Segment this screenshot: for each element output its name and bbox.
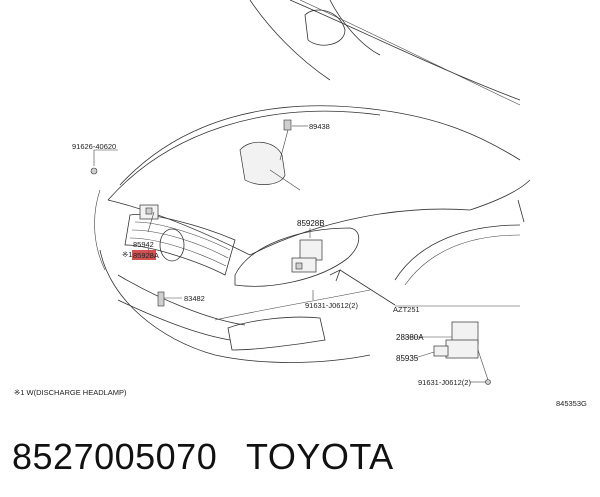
highlight-85928a	[132, 250, 156, 260]
label-28380a: 28380A	[396, 333, 424, 342]
brand-name: TOYOTA	[246, 436, 394, 477]
label-85935: 85935	[396, 354, 419, 363]
label-91626-40620: 91626-40620	[72, 142, 116, 151]
label-83482: 83482	[184, 294, 205, 303]
label-azt251: AZT251	[393, 305, 420, 314]
part-89438-sensor	[239, 119, 301, 191]
label-85928a[interactable]: 85928A	[133, 251, 159, 260]
part-85942-bracket	[139, 204, 159, 220]
label-91631-j0612-a: 91631-J0612(2)	[305, 301, 358, 310]
label-91631-j0612-b: 91631-J0612(2)	[418, 378, 471, 387]
part-83482-sensor	[157, 291, 165, 307]
leader-lines	[93, 125, 486, 383]
label-89438: 89438	[309, 122, 330, 131]
label-85942: 85942	[133, 240, 154, 249]
footnote-discharge-headlamp: ※1 W(DISCHARGE HEADLAMP)	[14, 388, 127, 397]
part-91626-bolt	[90, 167, 98, 175]
inset-box-azt251	[395, 305, 520, 385]
drawing-code: 845353G	[556, 399, 587, 408]
part-85928b-actuator	[291, 239, 323, 273]
part-footer: 8527005070 TOYOTA	[0, 428, 600, 488]
car-body-outline	[94, 0, 531, 363]
part-number: 8527005070	[12, 436, 218, 477]
label-85928b: 85928B	[297, 219, 325, 228]
label-85928a-note-mark: ※1	[122, 250, 132, 259]
parts-diagram: 91626-40620 89438 85928B 85942 ※1 85928A…	[14, 0, 587, 408]
